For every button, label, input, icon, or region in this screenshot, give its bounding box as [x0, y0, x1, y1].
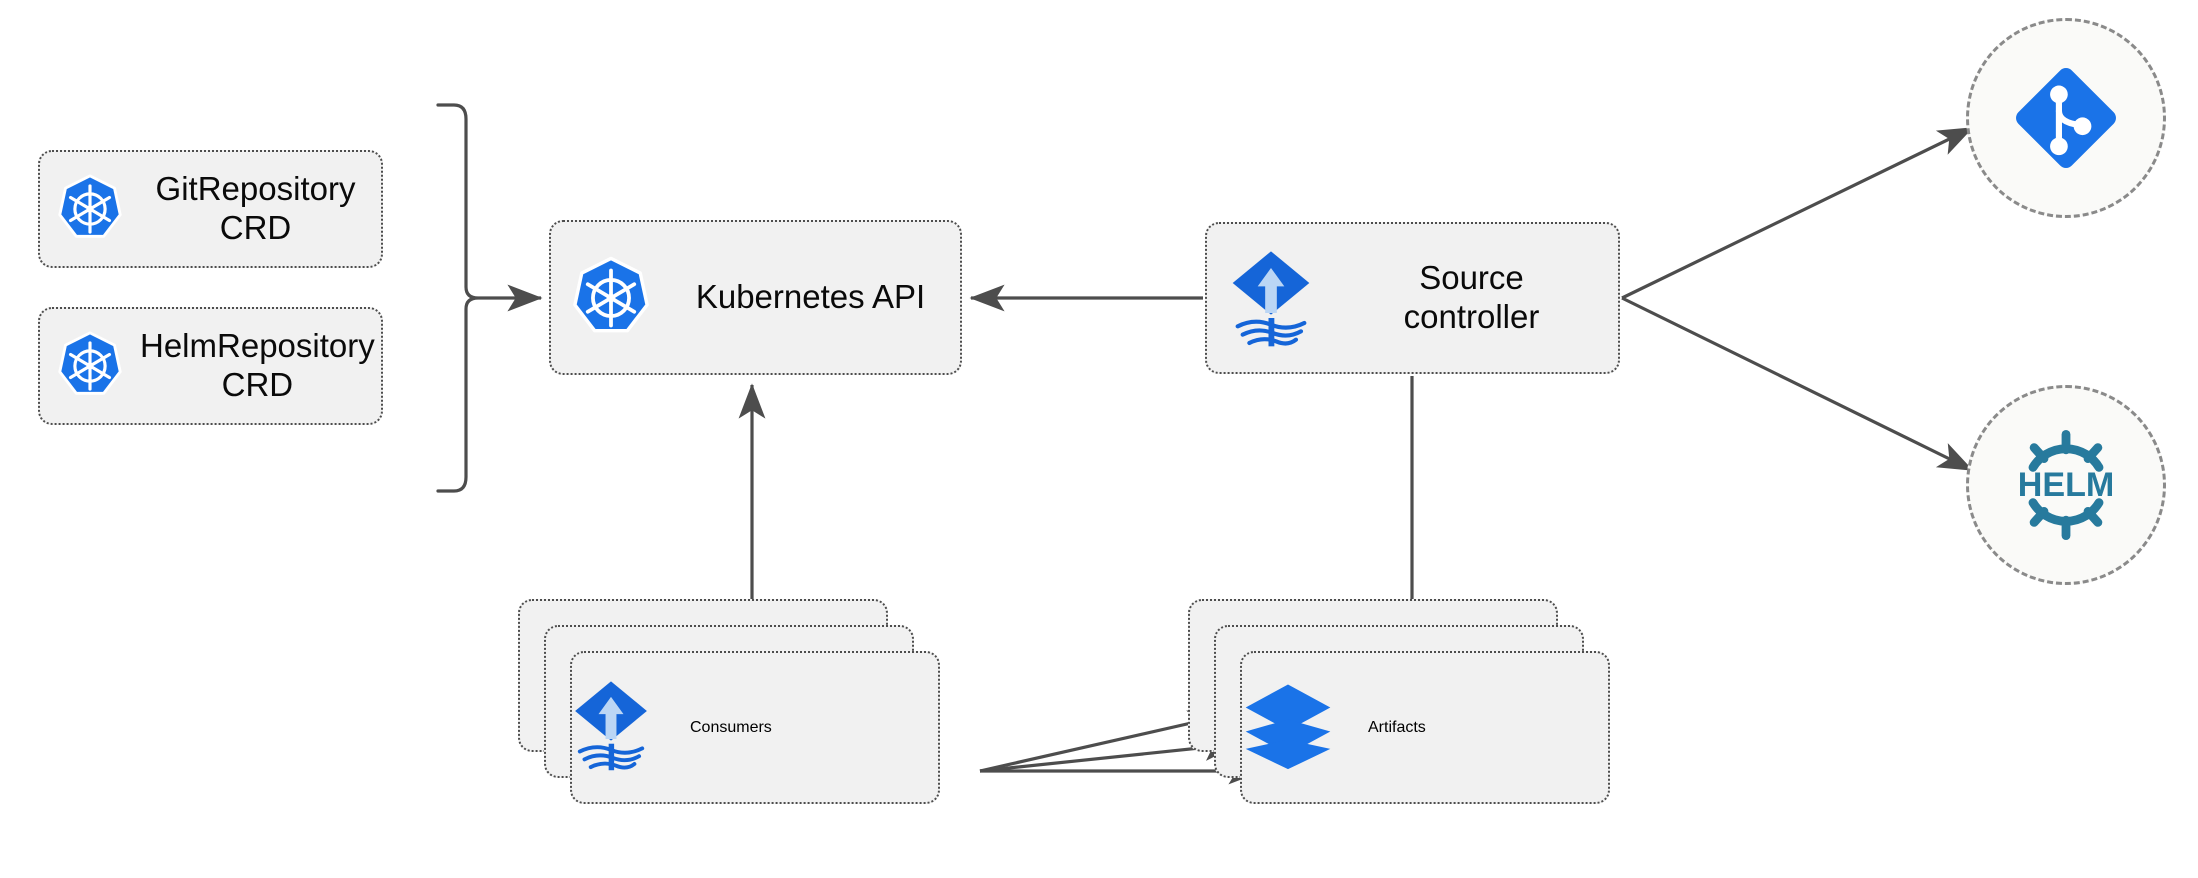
node-artifacts[interactable]: Artifacts [1240, 651, 1610, 804]
kubernetes-icon [551, 255, 671, 341]
kubernetes-icon [40, 330, 140, 402]
edge-source-controller-to-git [1621, 126, 1974, 300]
node-kubernetes-api[interactable]: Kubernetes API [549, 220, 962, 375]
node-git-source[interactable] [1966, 18, 2166, 218]
node-label: Source controller [1403, 259, 1540, 335]
node-label: HelmRepository CRD [140, 327, 375, 403]
node-label: Consumers [690, 718, 772, 736]
node-consumers-stack[interactable]: Consumers [518, 599, 988, 809]
flux-icon [1207, 248, 1335, 348]
layers-icon [1242, 679, 1368, 776]
node-consumers[interactable]: Consumers [570, 651, 940, 804]
node-label: Kubernetes API [695, 278, 926, 316]
edge-consumers-to-artifacts-layer-1 [979, 710, 1224, 773]
crd-bracket [436, 103, 479, 493]
node-git-repository-crd[interactable]: GitRepository CRD [38, 150, 383, 268]
git-icon [2007, 59, 2125, 177]
helm-logo-icon: HELM [2000, 419, 2132, 551]
node-label: Artifacts [1368, 718, 1426, 736]
node-helm-source[interactable]: HELM [1966, 385, 2166, 585]
node-label: GitRepository CRD [155, 170, 356, 246]
flux-icon [572, 678, 690, 777]
kubernetes-icon [40, 173, 140, 245]
node-helm-repository-crd[interactable]: HelmRepository CRD [38, 307, 383, 425]
edge-source-controller-to-helm [1621, 296, 1974, 472]
node-artifacts-stack[interactable]: Artifacts [1188, 599, 1658, 809]
node-source-controller[interactable]: Source controller [1205, 222, 1620, 374]
helm-logo-text: HELM [2018, 466, 2115, 504]
